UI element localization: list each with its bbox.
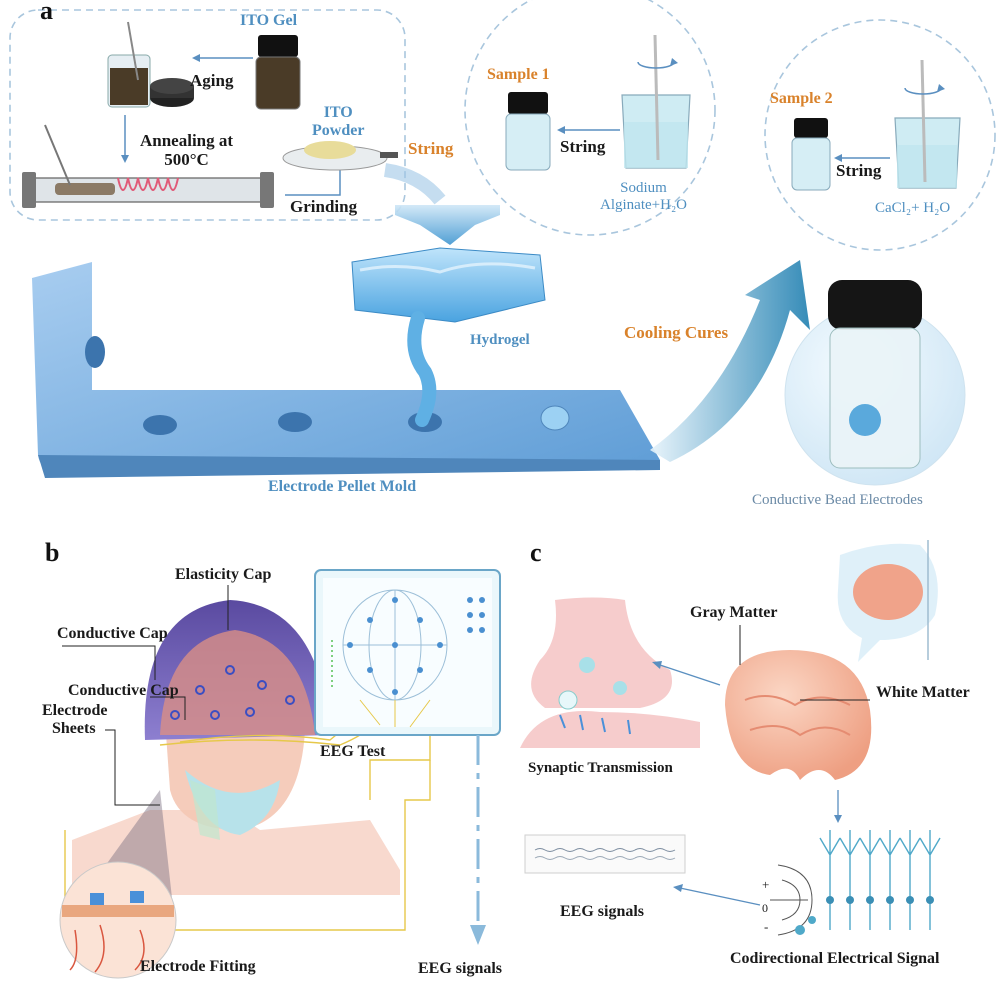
label-conductive-cap-2: Conductive Cap [68,682,179,699]
label-sodium-line1: Sodium [620,180,667,196]
label-sample2: Sample 2 [770,90,833,107]
dipole-schematic [770,864,816,936]
label-eeg-signals-c: EEG signals [560,903,645,920]
sample2-vial [791,118,831,191]
label-sodium-alginate: Sodium Alginate+H₂O [600,180,687,213]
panel-label-a: a [40,0,53,25]
cacl2-beaker [894,59,961,189]
label-string-2: String [836,161,882,180]
label-synaptic-transmission: Synaptic Transmission [528,760,673,776]
dipole-zero: 0 [762,901,768,915]
label-annealing-line1: Annealing at [140,131,234,150]
synthesis-box [9,9,406,221]
small-lid [150,78,194,107]
label-electrode-fitting: Electrode Fitting [140,958,256,975]
label-ito-gel: ITO Gel [240,12,298,29]
label-elasticity-cap: Elasticity Cap [175,566,272,583]
label-grinding: Grinding [290,197,358,216]
brain-section [725,650,872,780]
label-bead-electrodes: Conductive Bead Electrodes [752,492,923,508]
process-funnel-arrow [395,205,500,245]
eeg-monitor [314,569,501,736]
label-electrode-line1: Electrode [42,702,108,719]
synapse [520,597,700,748]
electrode-fitting-bubble [59,790,177,979]
label-white-matter: White Matter [876,684,970,701]
label-ito-powder-line2: Powder [312,121,365,139]
panel-label-b: b [45,538,60,567]
label-conductive-cap-1: Conductive Cap [57,625,168,642]
tube-furnace [22,124,274,208]
hydrogel-block [351,247,546,427]
eeg-cap [144,600,330,740]
label-annealing: Annealing at 500°C [140,131,234,169]
label-string-orange: String [408,139,454,158]
label-ito-powder: ITO Powder [312,104,364,139]
label-sample1: Sample 1 [487,66,550,83]
label-annealing-line2: 500°C [164,149,209,169]
panel-label-c: c [530,538,542,567]
cooling-arrow [650,260,810,462]
label-eeg-signals-b: EEG signals [418,960,503,977]
label-eeg-test: EEG Test [320,743,386,760]
electrode-pellet-mold [32,262,660,478]
eeg-trace [524,834,686,874]
neurons [819,830,941,930]
label-sodium-line2: Alginate+H₂O [600,196,688,213]
label-electrode-line2: Sheets [52,719,96,737]
label-hydrogel: Hydrogel [470,332,530,348]
label-cooling-cures: Cooling Cures [624,323,729,342]
label-aging: Aging [190,71,234,90]
bead-electrode-bubble [784,280,966,486]
label-string-1: String [560,137,606,156]
ito-powder-dish [282,141,398,171]
aging-beaker [107,21,151,108]
dipole-plus: + [762,877,770,892]
sample2-circle [764,19,996,251]
label-codirectional: Codirectional Electrical Signal [730,950,940,967]
sodium-alginate-beaker [621,34,691,169]
label-cacl2: CaCl₂+ H₂O [875,200,951,216]
brain-bubble [837,540,938,662]
label-ito-powder-line1: ITO [323,104,353,121]
neuron-bodies [826,896,934,904]
label-gray-matter: Gray Matter [690,604,778,621]
sample1-vial [505,92,551,171]
label-electrode-sheets: Electrode Sheets [42,702,107,737]
label-electrode-pellet-mold: Electrode Pellet Mold [268,478,417,495]
sample1-circle [464,0,716,236]
ito-gel-vial [255,35,301,110]
dipole-minus: - [764,919,769,934]
